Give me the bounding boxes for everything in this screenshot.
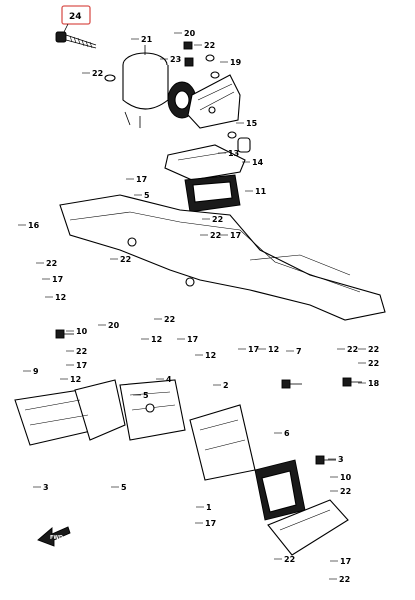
- callout-label[interactable]: 15: [246, 119, 258, 128]
- callout-label[interactable]: 5: [144, 191, 150, 200]
- callout-label[interactable]: 12: [205, 351, 216, 360]
- callout-label[interactable]: 22: [347, 345, 358, 354]
- callout-label[interactable]: 22: [210, 231, 221, 240]
- front-arrow-icon: FWD: [37, 526, 71, 547]
- callout-label[interactable]: 17: [136, 175, 147, 184]
- bracket-14: [164, 144, 246, 181]
- bolt-7: [281, 379, 302, 389]
- bracket-2: [267, 499, 349, 556]
- mount-9: [14, 379, 126, 446]
- callout-label[interactable]: 22: [339, 575, 350, 584]
- callout-label[interactable]: 22: [212, 215, 223, 224]
- bracket-19: [187, 74, 241, 129]
- bolt-10-right: [315, 455, 336, 465]
- bolt-10-left: [55, 329, 74, 339]
- highlight-box[interactable]: [61, 5, 91, 25]
- washer-22-top: [205, 54, 215, 62]
- callout-label[interactable]: 10: [76, 327, 88, 336]
- callout-label[interactable]: 17: [187, 335, 198, 344]
- callout-label[interactable]: 22: [204, 41, 215, 50]
- callout-label[interactable]: 22: [46, 259, 57, 268]
- callout-label[interactable]: 10: [340, 473, 352, 482]
- callout-label[interactable]: 19: [230, 58, 242, 67]
- callout-label[interactable]: 3: [338, 455, 344, 464]
- callout-label[interactable]: 23: [170, 55, 181, 64]
- callout-24[interactable]: 24: [69, 12, 82, 22]
- callout-label[interactable]: 17: [340, 557, 351, 566]
- callout-label[interactable]: 4: [166, 375, 172, 384]
- bolt-24: [55, 23, 97, 49]
- callout-label[interactable]: 1: [206, 503, 212, 512]
- callout-label[interactable]: 22: [368, 345, 379, 354]
- callout-label[interactable]: 12: [151, 335, 162, 344]
- bracket-4: [119, 379, 186, 441]
- front-arrow-label: FWD: [50, 535, 63, 541]
- callout-label[interactable]: 20: [184, 29, 196, 38]
- callout-label[interactable]: 18: [368, 379, 380, 388]
- callout-label[interactable]: 5: [121, 483, 127, 492]
- washer-22-left: [104, 74, 116, 82]
- washer-22-c: [227, 131, 237, 139]
- callout-label[interactable]: 13: [228, 149, 239, 158]
- callout-label[interactable]: 17: [52, 275, 63, 284]
- callout-label[interactable]: 6: [284, 429, 290, 438]
- callout-label[interactable]: 17: [230, 231, 241, 240]
- callout-label[interactable]: 12: [55, 293, 66, 302]
- mount-insulator-21: [122, 45, 197, 128]
- callout-label[interactable]: 22: [368, 359, 379, 368]
- callout-label[interactable]: 22: [120, 255, 131, 264]
- callout-label[interactable]: 7: [296, 347, 302, 356]
- bracket-6: [189, 404, 256, 481]
- callout-label[interactable]: 17: [248, 345, 259, 354]
- callout-label[interactable]: 22: [284, 555, 295, 564]
- callout-label[interactable]: 5: [143, 391, 149, 400]
- crossmember-16: [59, 194, 386, 321]
- callout-label[interactable]: 9: [33, 367, 39, 376]
- nut-20: [183, 41, 193, 50]
- callout-label[interactable]: 2: [223, 381, 229, 390]
- callout-label[interactable]: 20: [108, 321, 120, 330]
- callout-label[interactable]: 14: [252, 158, 264, 167]
- callout-label[interactable]: 11: [255, 187, 267, 196]
- callout-label[interactable]: 17: [76, 361, 87, 370]
- bushing-15: [237, 137, 251, 153]
- callout-label[interactable]: 22: [340, 487, 351, 496]
- bolt-18: [342, 377, 362, 387]
- callout-label[interactable]: 17: [205, 519, 216, 528]
- callout-label[interactable]: 22: [92, 69, 103, 78]
- callout-label[interactable]: 22: [76, 347, 87, 356]
- mount-1: [254, 459, 306, 521]
- callout-label[interactable]: 21: [141, 35, 153, 44]
- washer-22-b: [210, 71, 220, 79]
- callout-label[interactable]: 12: [268, 345, 279, 354]
- mount-11: [184, 174, 241, 213]
- callout-label[interactable]: 3: [43, 483, 49, 492]
- callout-label[interactable]: 16: [28, 221, 40, 230]
- nut-23: [184, 57, 194, 67]
- callout-label[interactable]: 22: [164, 315, 175, 324]
- callout-label[interactable]: 12: [70, 375, 81, 384]
